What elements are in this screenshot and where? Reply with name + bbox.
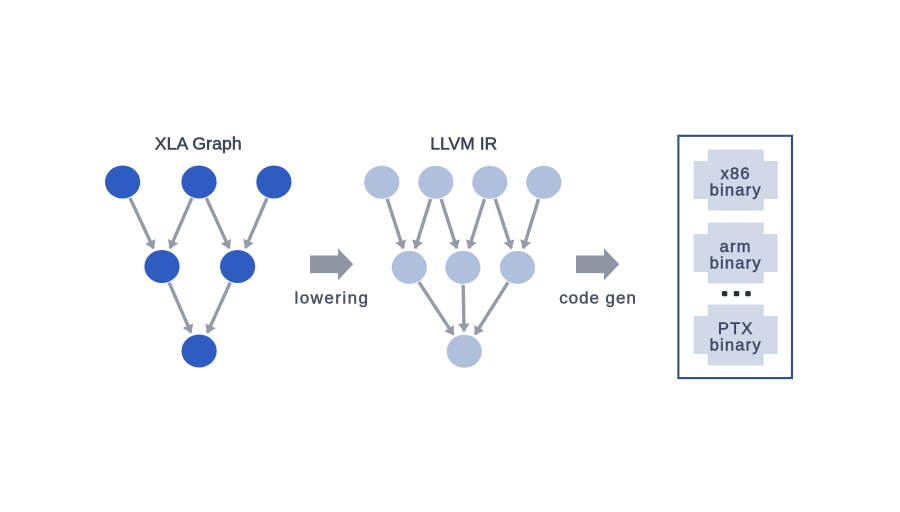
- svg-text:binary: binary: [710, 181, 762, 199]
- svg-text:arm: arm: [720, 238, 752, 256]
- svg-text:code gen: code gen: [559, 288, 637, 307]
- svg-text:lowering: lowering: [295, 288, 370, 307]
- svg-text:binary: binary: [710, 254, 762, 272]
- svg-text:binary: binary: [710, 336, 762, 354]
- svg-text:LLVM IR: LLVM IR: [430, 133, 497, 153]
- svg-text:x86: x86: [721, 165, 751, 183]
- svg-text:PTX: PTX: [718, 320, 754, 338]
- svg-text:XLA Graph: XLA Graph: [155, 133, 242, 153]
